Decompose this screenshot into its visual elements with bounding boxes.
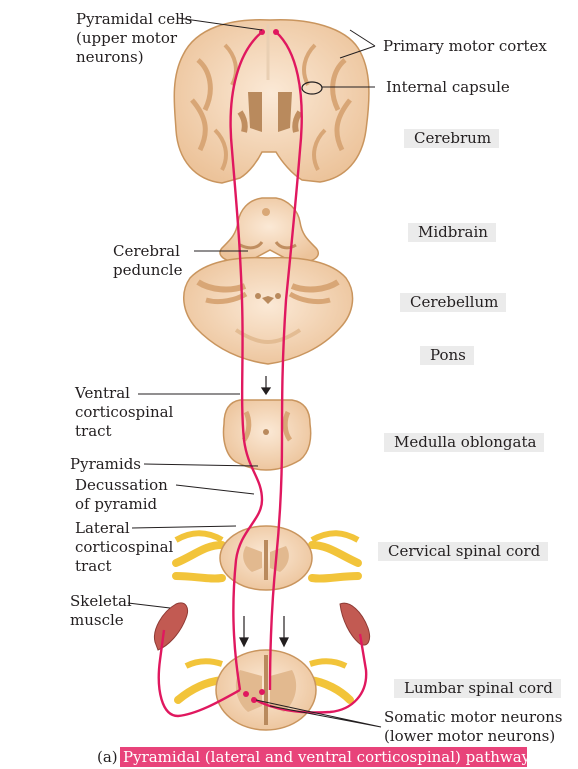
region-lumbar-spinal-cord: Lumbar spinal cord	[394, 679, 561, 698]
pyramidal-cells-label: Pyramidal cells (upper motor neurons)	[76, 10, 193, 66]
leader-lines	[127, 17, 382, 728]
right-muscle	[339, 602, 371, 646]
cerebral-peduncle-label: Cerebral peduncle	[113, 242, 183, 279]
lower-motor-neuron-markers	[243, 689, 265, 703]
pyramids-label: Pyramids	[70, 455, 142, 473]
lateral-corticospinal-tract-label: Lateral corticospinal tract	[75, 519, 174, 575]
primary-motor-cortex-label: Primary motor cortex	[383, 37, 547, 55]
skeletal-muscle-label: Skeletal muscle	[70, 592, 132, 629]
region-cervical-spinal-cord: Cervical spinal cord	[378, 542, 549, 561]
internal-capsule-label: Internal capsule	[386, 78, 510, 96]
pons-cerebellum-section	[183, 256, 354, 365]
region-cerebellum: Cerebellum	[400, 293, 507, 312]
ventral-corticospinal-tract-label: Ventral corticospinal tract	[75, 384, 174, 440]
corticospinal-pathway	[157, 31, 368, 718]
pyramidal-cell-markers	[259, 29, 279, 35]
somatic-motor-neurons-label: Somatic motor neurons (lower motor neuro…	[384, 708, 563, 745]
region-cerebrum: Cerebrum	[404, 129, 500, 148]
region-medulla-oblongata: Medulla oblongata	[384, 433, 545, 452]
medulla-section	[222, 399, 312, 471]
left-muscle	[153, 602, 189, 651]
cervical-cord-section	[172, 525, 362, 591]
decussation-label: Decussation of pyramid	[75, 476, 168, 513]
figure-caption: Pyramidal (lateral and ventral corticosp…	[120, 747, 527, 767]
midbrain-section	[219, 197, 320, 263]
descending-arrows	[239, 376, 289, 648]
cerebrum-section	[173, 19, 370, 184]
figure-letter: (a)	[97, 748, 118, 766]
region-midbrain: Midbrain	[408, 223, 496, 242]
region-pons: Pons	[420, 346, 474, 365]
